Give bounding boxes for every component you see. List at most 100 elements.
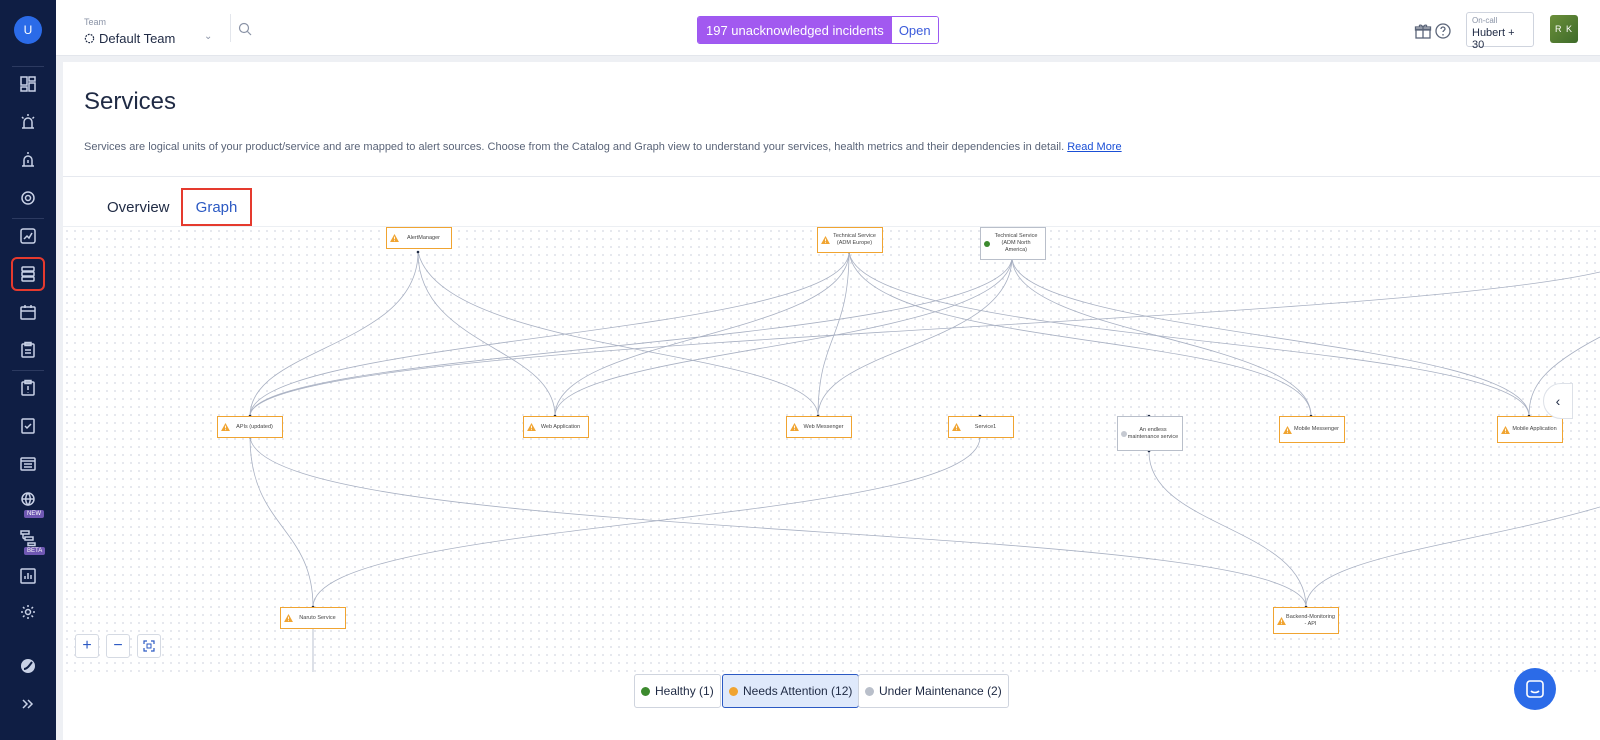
graph-edge	[1305, 506, 1600, 608]
graph-node-naruto-service[interactable]: Naruto Service	[280, 607, 346, 629]
gift-icon[interactable]	[1414, 22, 1432, 40]
team-spinner-icon	[84, 33, 95, 44]
sidebar-item-dashboard[interactable]	[14, 70, 42, 98]
graph-node-alertmanager[interactable]: AlertManager	[386, 227, 452, 249]
graph-edge	[817, 251, 850, 417]
legend-healthy-label: Healthy (1)	[655, 684, 714, 698]
workflow-icon	[20, 530, 36, 547]
graph-node-backend-monitoring[interactable]: Backend-Monitoring - API	[1273, 607, 1339, 634]
healthy-dot-icon	[641, 686, 650, 696]
legend-healthy[interactable]: Healthy (1)	[634, 674, 721, 708]
chevron-down-icon[interactable]: ⌄	[204, 31, 213, 42]
node-label: Service1	[974, 423, 997, 430]
user-avatar[interactable]: R K	[1550, 15, 1578, 43]
graph-node-service1[interactable]: Service1	[948, 416, 1014, 438]
incidents-count[interactable]: 197 unacknowledged incidents	[698, 17, 892, 43]
sidebar-item-runbooks[interactable]	[14, 336, 42, 364]
graph-edge	[1011, 256, 1312, 417]
sidebar-item-sla[interactable]	[14, 184, 42, 212]
brand-logo[interactable]	[14, 652, 42, 680]
tab-overview[interactable]: Overview	[107, 198, 170, 216]
sidebar-item-status-pages[interactable]	[14, 450, 42, 478]
main-content: Services Services are logical units of y…	[63, 62, 1600, 740]
page-description: Services are logical units of your produ…	[84, 141, 1122, 153]
calendar-icon	[20, 305, 36, 320]
graph-edge	[848, 251, 1530, 417]
read-more-link[interactable]: Read More	[1067, 141, 1122, 153]
beta-badge: BETA	[24, 547, 46, 555]
maintenance-status-icon	[1121, 430, 1127, 437]
sidebar-divider	[12, 370, 44, 371]
fit-view-button[interactable]	[137, 634, 161, 658]
sidebar-item-schedules[interactable]	[14, 298, 42, 326]
warning-icon	[1501, 425, 1510, 434]
legend-needs-attention[interactable]: Needs Attention (12)	[722, 674, 860, 708]
graph-node-web-messenger[interactable]: Web Messenger	[786, 416, 852, 438]
node-label: Web Messenger	[803, 423, 844, 430]
node-label: Mobile Messenger	[1294, 426, 1339, 432]
help-icon[interactable]	[1434, 22, 1452, 40]
node-label: Backend-Monitoring - API	[1286, 613, 1335, 627]
alert-siren-icon	[21, 114, 35, 129]
needs-attention-dot-icon	[729, 686, 738, 696]
sidebar-item-services[interactable]	[11, 257, 45, 291]
tab-graph[interactable]: Graph	[181, 188, 252, 226]
checklist-icon	[21, 418, 35, 434]
legend-under-maintenance[interactable]: Under Maintenance (2)	[858, 674, 1009, 708]
page-description-text: Services are logical units of your produ…	[84, 141, 1065, 153]
support-chat-button[interactable]	[1514, 668, 1556, 710]
zoom-out-button[interactable]: −	[106, 634, 130, 658]
graph-node-mobile-application[interactable]: Mobile Application	[1497, 416, 1563, 443]
team-selector[interactable]: Default Team	[84, 31, 175, 46]
sidebar-item-analytics[interactable]	[14, 222, 42, 250]
incident-siren-icon	[22, 152, 34, 167]
warning-icon	[284, 614, 293, 622]
legend-maintenance-label: Under Maintenance (2)	[879, 684, 1002, 698]
target-icon	[21, 191, 35, 205]
sidebar-item-ai[interactable]	[14, 486, 42, 514]
graph-node-apis[interactable]: APIs (updated)	[217, 416, 283, 438]
status-page-icon	[20, 457, 36, 471]
graph-node-technical-service-europe[interactable]: Technical Service (ADM Europe)	[817, 227, 883, 253]
graph-edge	[554, 256, 1013, 417]
brand-logo-icon	[21, 659, 35, 673]
team-name: Default Team	[99, 31, 176, 46]
sidebar-item-postmortems[interactable]	[14, 374, 42, 402]
sidebar-item-alerts[interactable]	[14, 108, 42, 136]
top-bar: Team Default Team ⌄ 197 unacknowledged i…	[56, 0, 1600, 56]
graph-port	[416, 250, 420, 254]
sidebar-expand-button[interactable]	[14, 690, 42, 718]
warning-icon	[527, 423, 536, 431]
sidebar-item-reports[interactable]	[14, 562, 42, 590]
node-label: Technical Service (ADM North America)	[994, 233, 1038, 253]
open-incidents-button[interactable]: Open	[891, 17, 938, 43]
graph-node-web-application[interactable]: Web Application	[523, 416, 589, 438]
search-icon[interactable]	[238, 22, 252, 36]
graph-node-mobile-messenger[interactable]: Mobile Messenger	[1279, 416, 1345, 443]
org-avatar[interactable]: U	[14, 16, 42, 44]
gear-icon	[21, 605, 35, 619]
service-dependency-graph[interactable]: AlertManager Technical Service (ADM Euro…	[63, 226, 1600, 672]
chat-icon	[1526, 680, 1544, 698]
sidebar-item-settings[interactable]	[14, 598, 42, 626]
oncall-widget[interactable]: On-call Hubert + 30	[1466, 12, 1534, 51]
sidebar-item-workflows[interactable]	[14, 524, 42, 552]
graph-edge	[249, 436, 1307, 608]
warning-icon	[221, 423, 230, 431]
oncall-value: Hubert + 30	[1472, 27, 1515, 51]
plus-icon: +	[82, 637, 92, 654]
graph-edges	[248, 250, 1600, 672]
collapse-panel-button[interactable]: ‹	[1543, 383, 1573, 419]
node-label: APIs (updated)	[236, 423, 273, 430]
unacknowledged-incidents-banner[interactable]: 197 unacknowledged incidents Open	[697, 16, 939, 44]
sidebar-item-tasks[interactable]	[14, 412, 42, 440]
sidebar-item-incidents[interactable]	[14, 146, 42, 174]
graph-node-technical-service-na[interactable]: Technical Service (ADM North America)	[980, 227, 1046, 260]
dashboard-icon	[20, 76, 36, 92]
node-label: AlertManager	[406, 234, 441, 241]
warning-icon	[1283, 425, 1292, 434]
graph-node-endless-maintenance[interactable]: An endless maintenance service	[1117, 416, 1183, 451]
graph-edge	[1148, 451, 1307, 608]
page-title: Services	[84, 88, 177, 115]
zoom-in-button[interactable]: +	[75, 634, 99, 658]
